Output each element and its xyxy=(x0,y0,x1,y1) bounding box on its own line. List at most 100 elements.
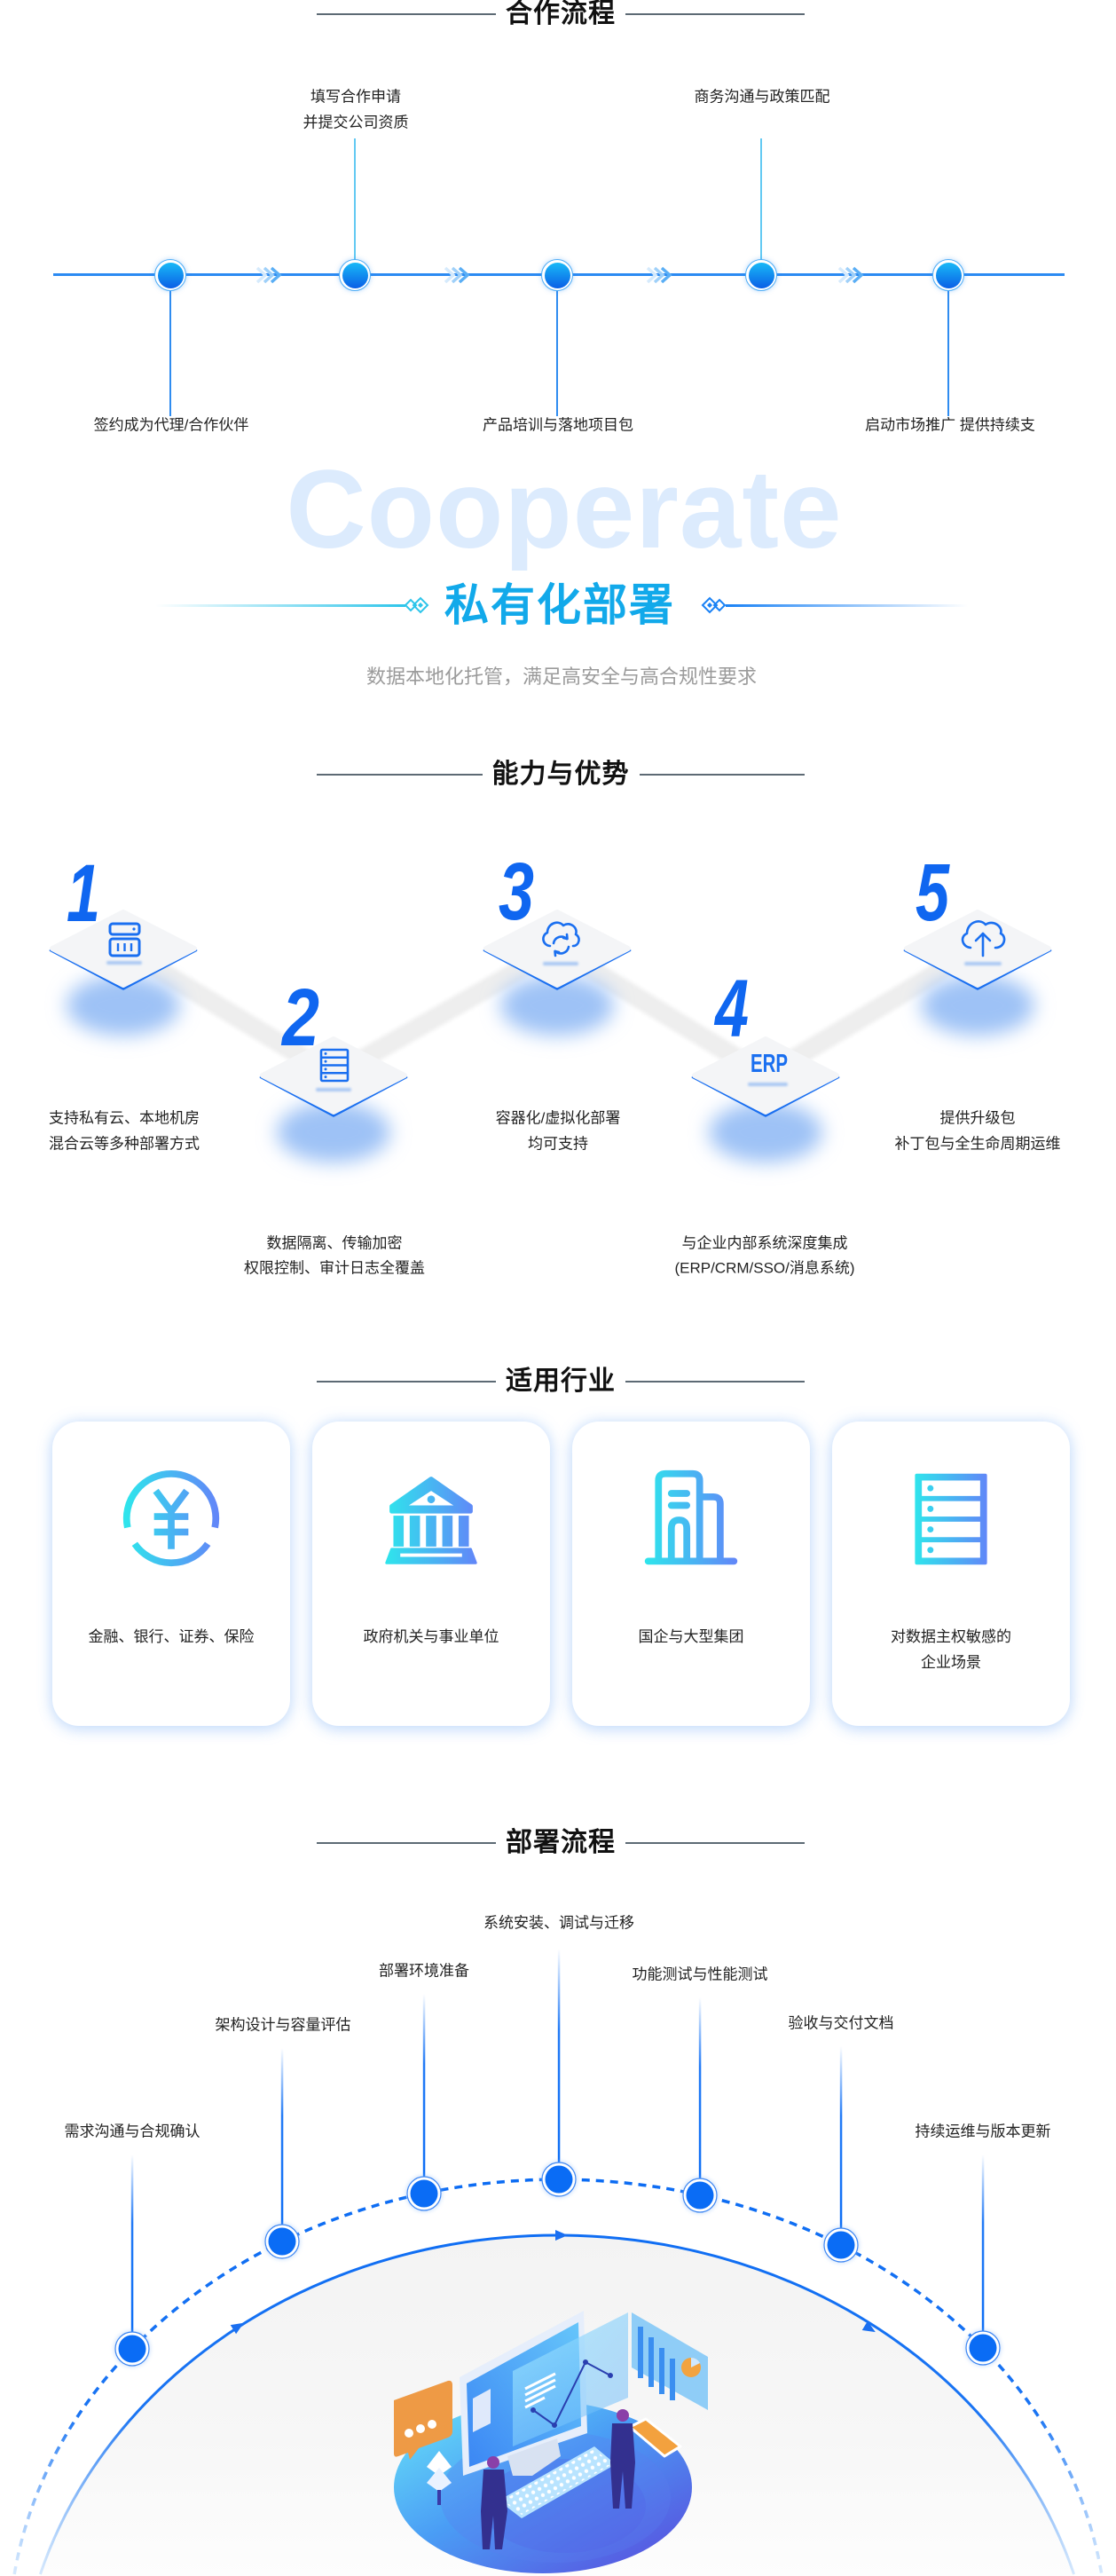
process-node xyxy=(263,2223,301,2260)
tile-face xyxy=(50,910,197,988)
chat-bubble-icon xyxy=(394,2380,452,2460)
server-icon xyxy=(108,922,141,957)
deployment-illustration xyxy=(394,2311,708,2573)
connector-line xyxy=(130,2155,134,2349)
server-rack-icon xyxy=(915,1473,987,1565)
section-title: 能力与优势 xyxy=(491,760,630,789)
chevron-arrows-icon xyxy=(837,266,864,284)
cloud-outline xyxy=(961,920,1006,949)
tile-edge xyxy=(691,1075,840,1117)
chevron-2 xyxy=(845,266,857,284)
sync-arrow-top xyxy=(552,935,569,945)
tile-face xyxy=(260,1036,407,1115)
upload-arrowhead xyxy=(974,932,992,942)
arc-arrow-icon xyxy=(555,2230,568,2241)
section-title: 合作流程 xyxy=(506,0,616,28)
connector-line xyxy=(556,289,558,416)
industry-card-enterprise: 国企与大型集团 xyxy=(572,1422,810,1726)
tile-edge xyxy=(259,1075,408,1117)
step-number: 2 xyxy=(280,973,319,1063)
deploy-step-label: 系统安装、调试与迁移 xyxy=(483,1914,634,1932)
illustration-platform xyxy=(394,2401,692,2573)
capability-label: 支持私有云、本地机房 xyxy=(49,1109,200,1127)
person-left xyxy=(481,2456,507,2549)
tower-outline xyxy=(655,1469,703,1560)
chevron-2 xyxy=(653,266,665,284)
ornament-diamond-core xyxy=(418,603,423,608)
process-node xyxy=(405,2175,443,2212)
watermark-text: Cooperate xyxy=(286,447,843,571)
capability-tile-3: 3 xyxy=(483,847,632,990)
tile-face xyxy=(692,1036,839,1115)
sync-arrow-bottom xyxy=(554,945,570,955)
bank-columns xyxy=(393,1516,469,1547)
icon-underline xyxy=(748,1083,788,1086)
server-vents xyxy=(116,943,133,951)
industry-label-line: 对数据主权敏感的 xyxy=(891,1628,1011,1645)
rack-dividers xyxy=(321,1056,348,1075)
banner-subtitle: 数据本地化托管，满足高安全与高合规性要求 xyxy=(365,666,758,688)
capability-tile-5: 5 xyxy=(903,847,1052,990)
process-node xyxy=(964,2329,1002,2367)
step-label: 启动市场推广 提供持续支 xyxy=(865,416,1035,434)
sync-arrowhead-top xyxy=(562,933,569,941)
chevron-arrows-icon xyxy=(255,266,282,284)
timeline-node-core xyxy=(157,262,184,288)
capability-label: 数据隔离、传输加密 xyxy=(266,1234,403,1252)
tower-windows xyxy=(667,1490,691,1509)
industry-label: 政府机关与事业单位 xyxy=(312,1624,550,1650)
step-label: 商务沟通与政策匹配 xyxy=(694,88,830,106)
industry-label-line: 政府机关与事业单位 xyxy=(363,1628,499,1645)
dashed-arc xyxy=(12,2178,1104,2575)
rack-body xyxy=(915,1473,987,1565)
heading-line-right xyxy=(639,774,805,776)
diamond-shadow xyxy=(277,1102,390,1162)
ornament-diamond-core xyxy=(707,603,712,608)
bank-emblem xyxy=(427,1495,436,1504)
capabilities-heading: 能力与优势 xyxy=(317,757,805,792)
timeline-node-core xyxy=(935,262,962,288)
chevron-3 xyxy=(458,266,470,284)
industry-label-line: 金融、银行、证券、保险 xyxy=(88,1628,255,1645)
capability-tile-2: 2 xyxy=(259,973,408,1117)
chevron-arrows-icon xyxy=(444,266,470,284)
chevron-3 xyxy=(270,266,282,284)
chevron-2 xyxy=(451,266,463,284)
step-label: 并提交公司资质 xyxy=(303,114,409,131)
heading-line-left xyxy=(317,774,483,776)
annex-outline xyxy=(699,1493,724,1560)
capability-label: 均可支持 xyxy=(528,1135,588,1153)
industry-label-line: 企业场景 xyxy=(921,1654,981,1671)
timeline-node xyxy=(745,259,777,291)
ornament-diamond-large xyxy=(701,596,719,614)
rack-slots xyxy=(922,1480,980,1558)
coin-ring-bottom xyxy=(131,1541,211,1567)
step-number: 3 xyxy=(499,847,534,937)
deploy-step-label: 部署环境准备 xyxy=(379,1962,469,1980)
icon-underline xyxy=(964,962,1002,965)
cloud-sync-icon xyxy=(542,921,580,957)
glass-panel xyxy=(513,2312,628,2446)
tile-face xyxy=(904,910,1051,988)
heading-line-right xyxy=(625,13,805,15)
connecting-band xyxy=(118,939,983,1085)
server-led xyxy=(132,927,136,931)
cloud-outline xyxy=(542,921,580,948)
tree-icon xyxy=(427,2451,452,2505)
banner-line-left xyxy=(155,604,405,607)
connector-line xyxy=(557,1949,561,2179)
connector-line xyxy=(422,1994,426,2194)
diamond-shadow xyxy=(709,1102,822,1162)
diamond-shadow xyxy=(500,975,614,1036)
industry-card-government: 政府机关与事业单位 xyxy=(312,1422,550,1726)
server-bottom-unit xyxy=(108,937,141,957)
step-label: 签约成为代理/合作伙伴 xyxy=(93,416,249,434)
cloud-upload-icon xyxy=(961,920,1006,957)
step-label: 填写合作申请 xyxy=(310,88,401,106)
bank-base-stripe xyxy=(400,1553,462,1557)
connector-line xyxy=(354,138,356,261)
chevron-1 xyxy=(837,266,850,284)
tower-door xyxy=(667,1516,691,1560)
diamond-shadow xyxy=(921,975,1034,1036)
process-node xyxy=(822,2226,860,2264)
